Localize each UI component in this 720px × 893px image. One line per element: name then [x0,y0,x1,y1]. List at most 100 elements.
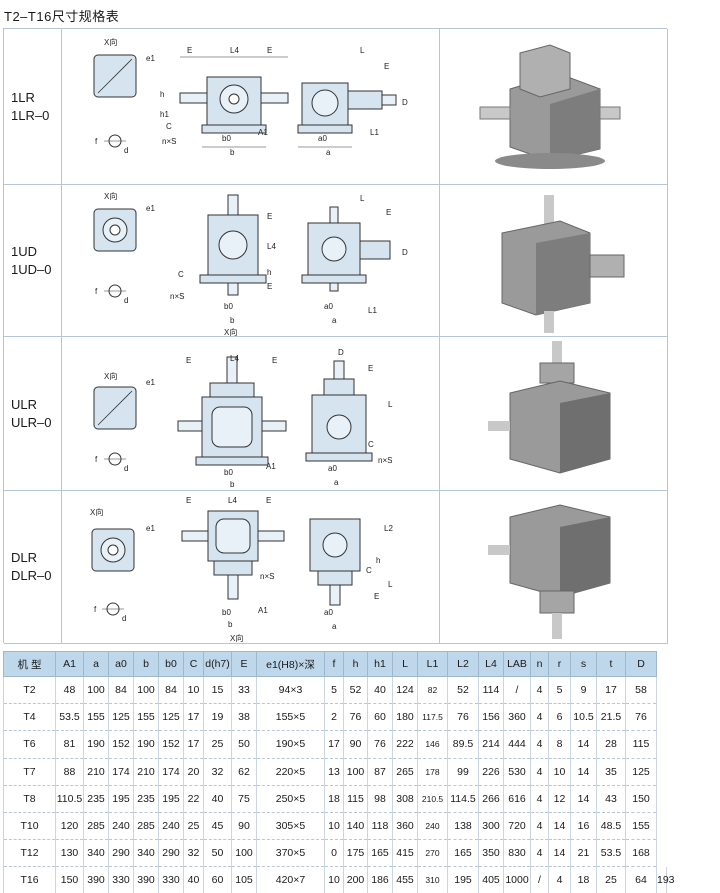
table-cell: 4 [530,703,549,732]
table-cell: 530 [503,758,531,786]
table-cell: 84 [108,676,134,705]
table-cell: 17 [324,730,344,759]
svg-text:D: D [338,348,344,357]
svg-text:L1: L1 [368,306,377,315]
svg-text:D: D [402,248,408,257]
svg-text:E: E [368,364,373,373]
column-header: h [343,651,368,677]
table-cell: 285 [133,812,159,841]
svg-text:L: L [388,400,393,409]
column-header: b [133,651,159,677]
svg-text:b: b [230,316,235,325]
table-cell: 270 [417,839,448,868]
column-header: a [83,651,109,677]
sketch-dlr: X向 e1 f d E L4 E n×S b0 [90,496,393,643]
table-cell: 168 [625,839,657,868]
svg-text:L4: L4 [228,496,237,505]
svg-text:A1: A1 [258,606,268,615]
svg-text:b0: b0 [224,302,233,311]
gearbox-photo-1ud [501,195,625,333]
table-cell: 40 [183,866,204,893]
svg-text:f: f [95,137,98,146]
table-cell: 52 [447,676,479,705]
dimension-sketch: X向 e1 f d E L4 E n×S b0 [62,491,440,643]
gearbox-photo-ulr [488,341,611,474]
svg-text:X向: X向 [104,191,117,201]
table-cell: 330 [158,866,184,893]
table-cell: 210 [83,758,109,786]
drawing-row-dlr: DLR DLR–0 X向 e1 f d E [4,491,668,644]
svg-text:b: b [228,620,233,629]
table-cell: 150 [55,866,84,893]
table-cell: 390 [83,866,109,893]
table-cell: 174 [158,758,184,786]
svg-text:n×S: n×S [260,572,274,581]
svg-text:b0: b0 [224,468,233,477]
table-cell: 21.5 [596,703,626,732]
column-header: L [392,651,418,677]
table-cell: 266 [478,785,504,813]
table-cell: 18 [570,866,597,893]
table-cell: 100 [231,839,257,868]
svg-text:n×S: n×S [378,456,392,465]
table-cell: 190×5 [256,730,325,759]
table-cell: 10 [183,676,204,705]
table-cell: 48 [55,676,84,705]
svg-text:f: f [94,605,97,614]
table-cell: 360 [503,703,531,732]
table-cell: 14 [570,730,597,759]
table-cell: 17 [183,730,204,759]
table-cell: 84 [158,676,184,705]
table-cell: T2 [3,676,56,705]
table-cell: 64 [625,866,657,893]
table-cell: 310 [417,866,448,893]
table-cell: 200 [343,866,368,893]
table-cell: 193 [656,866,675,893]
table-cell: 14 [548,812,571,841]
table-cell: 330 [108,866,134,893]
table-cell: 17 [596,676,626,705]
table-cell: 720 [503,812,531,841]
svg-text:L4: L4 [230,354,239,363]
table-cell: 0 [324,839,344,868]
table-cell: 33 [231,676,257,705]
svg-text:d: d [124,146,128,155]
type-line: 1LR–0 [11,107,50,123]
column-header: 机 型 [3,651,56,677]
svg-text:h: h [267,268,271,277]
table-cell: 210 [133,758,159,786]
svg-text:X向: X向 [90,507,103,517]
svg-text:d: d [124,464,128,473]
table-cell: 75 [231,785,257,813]
svg-text:a0: a0 [328,464,337,473]
column-header: t [596,651,626,677]
product-photo [440,29,668,184]
table-cell: 235 [133,785,159,813]
svg-text:C: C [166,122,172,131]
table-cell: 5 [548,676,571,705]
sketch-1ud: X向 e1 f d E L4 h E C n×S [93,191,408,337]
table-cell: 124 [392,676,418,705]
svg-text:e1: e1 [146,378,155,387]
drawing-row-1ud: 1UD 1UD–0 X向 e1 f d E L4 [4,185,668,337]
table-cell: 114 [478,676,504,705]
table-cell: 62 [231,758,257,786]
table-cell: T10 [3,812,56,841]
svg-text:d: d [122,614,126,623]
svg-text:n×S: n×S [170,292,184,301]
table-cell: 14 [548,839,571,868]
table-cell: 285 [83,812,109,841]
svg-text:E: E [267,212,272,221]
table-cell: 455 [392,866,418,893]
product-photo [440,491,668,643]
svg-text:a0: a0 [324,302,333,311]
table-cell: 117.5 [417,703,448,732]
svg-text:E: E [186,496,191,505]
table-cell: 89.5 [447,730,479,759]
table-cell: T7 [3,758,56,786]
table-cell: 222 [392,730,418,759]
table-cell: T4 [3,703,56,732]
table-cell: 165 [367,839,393,868]
table-cell: 87 [367,758,393,786]
